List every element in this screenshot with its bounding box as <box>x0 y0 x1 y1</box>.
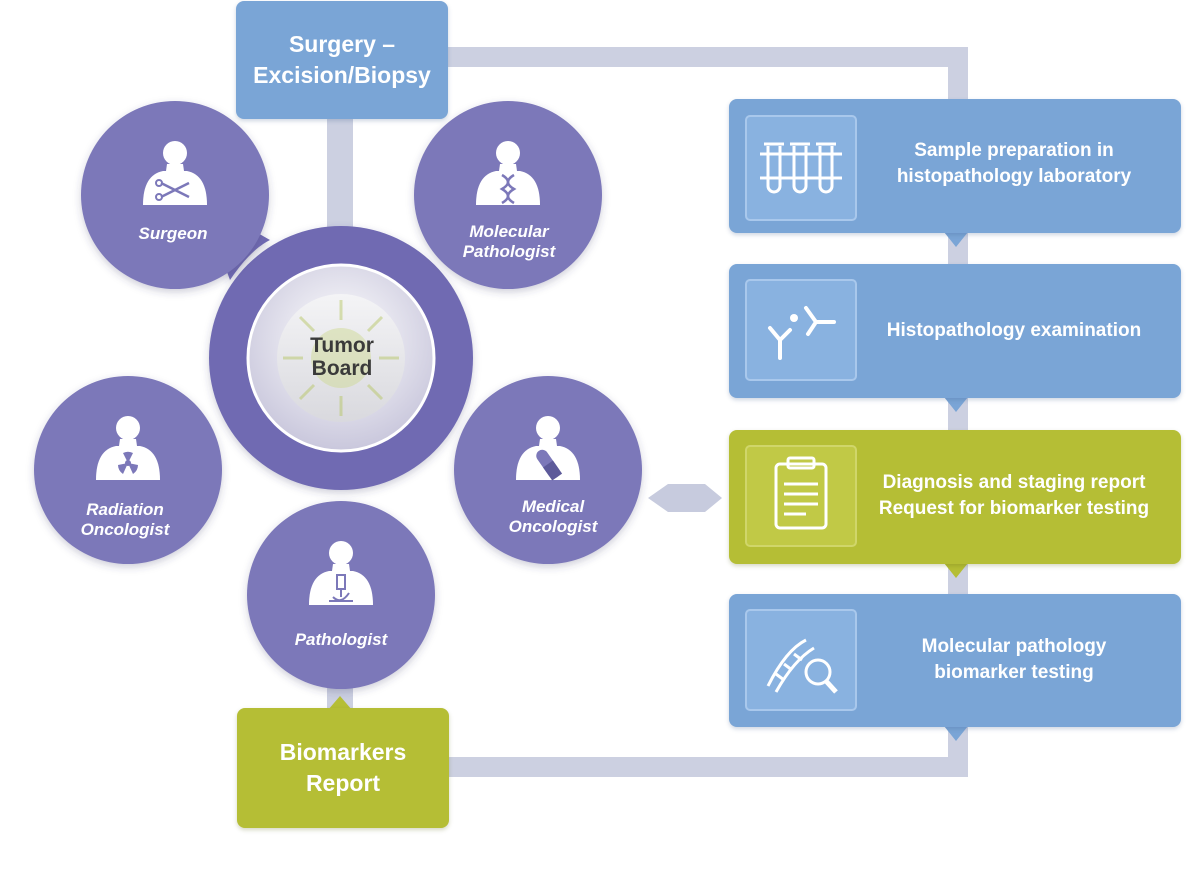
medical-oncologist-line2: Oncologist <box>508 517 598 536</box>
radiation-person-icon <box>96 416 160 480</box>
radiation-oncologist-line2: Oncologist <box>80 520 170 539</box>
medical-oncologist-line1: Medical <box>521 497 585 516</box>
dna-person-icon <box>476 141 540 205</box>
biomarkers-line2: Report <box>305 770 381 796</box>
biomarkers-report-box: Biomarkers Report <box>237 708 449 828</box>
tumor-board-line1: Tumor <box>310 334 374 357</box>
microscope-person-icon <box>309 541 373 605</box>
molecular-pathologist-line1: Molecular <box>469 222 549 241</box>
pill-person-icon <box>516 416 580 481</box>
surgery-line1: Surgery – <box>288 31 396 57</box>
step-4-line2: biomarker testing <box>934 662 1094 683</box>
biomarkers-line1: Biomarkers <box>279 739 407 765</box>
role-label-radiation-oncologist: Radiation Oncologist <box>50 500 200 540</box>
tumor-board-label: Tumor Board <box>290 334 394 380</box>
surgery-line2: Excision/Biopsy <box>253 62 431 88</box>
radiation-oncologist-line1: Radiation <box>86 500 164 519</box>
surgery-excision-biopsy-box: Surgery – Excision/Biopsy <box>236 1 448 119</box>
tumor-board-center <box>246 263 436 453</box>
step-label-histopathology-examination: Histopathology examination <box>875 318 1153 344</box>
step-3-line1: Diagnosis and staging report <box>882 472 1146 493</box>
step-2-line1: Histopathology examination <box>886 320 1142 341</box>
step-label-sample-preparation: Sample preparation in histopathology lab… <box>875 138 1153 190</box>
step-label-molecular-testing: Molecular pathology biomarker testing <box>875 634 1153 686</box>
step-4-line1: Molecular pathology <box>921 636 1107 657</box>
surgeon-scalpel-icon <box>143 141 207 205</box>
role-label-pathologist: Pathologist <box>266 630 416 650</box>
role-label-molecular-pathologist: Molecular Pathologist <box>434 222 584 262</box>
molecular-pathologist-line2: Pathologist <box>462 242 556 261</box>
role-label-surgeon: Surgeon <box>98 224 248 244</box>
tumor-board-line2: Board <box>311 357 373 380</box>
step-label-diagnosis-report: Diagnosis and staging report Request for… <box>875 470 1153 522</box>
step-1-line1: Sample preparation in <box>914 140 1114 161</box>
step-1-line2: histopathology laboratory <box>896 166 1132 187</box>
step-3-line2: Request for biomarker testing <box>878 498 1150 519</box>
role-label-medical-oncologist: Medical Oncologist <box>478 497 628 537</box>
surgeon-line1: Surgeon <box>138 224 208 243</box>
tumor-cell-icon <box>283 300 399 416</box>
pathologist-line1: Pathologist <box>294 630 388 649</box>
